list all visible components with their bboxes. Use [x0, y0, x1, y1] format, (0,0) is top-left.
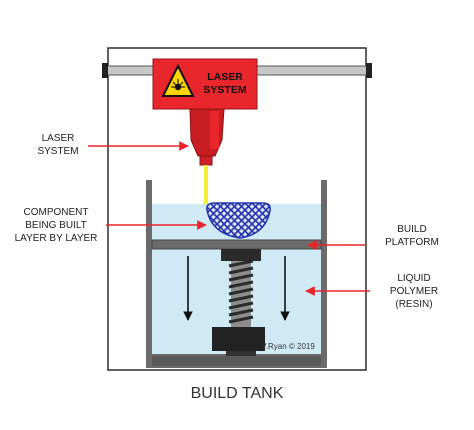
callout-liquid-polymer: LIQUID POLYMER (RESIN): [305, 273, 438, 310]
callout-component-line-3: LAYER BY LAYER: [15, 233, 98, 244]
screw-collar: [221, 249, 261, 261]
lead-screw: [212, 249, 265, 356]
callout-component-line-2: BEING BUILT: [25, 220, 87, 231]
laser-head: LASER SYSTEM: [152, 58, 258, 166]
callout-component: COMPONENT BEING BUILT LAYER BY LAYER: [15, 207, 207, 244]
laser-beam: [204, 165, 208, 205]
motor-block: [212, 327, 265, 351]
rail-end-right: [366, 63, 372, 78]
callout-platform-line-2: PLATFORM: [385, 237, 439, 248]
callout-laser-line-2: SYSTEM: [37, 146, 78, 157]
callout-platform-line-1: BUILD: [397, 224, 426, 235]
callout-laser-system: LASER SYSTEM: [37, 133, 189, 157]
build-platform: [151, 239, 322, 250]
callout-component-line-1: COMPONENT: [24, 207, 89, 218]
callout-laser-line-1: LASER: [42, 133, 75, 144]
motor-mount: [226, 351, 256, 356]
callout-polymer-line-2: POLYMER: [390, 286, 438, 297]
laser-tip: [199, 155, 213, 166]
tank-wall-right: [321, 180, 327, 368]
callout-polymer-line-1: LIQUID: [397, 273, 430, 284]
laser-head-label-2: SYSTEM: [203, 84, 246, 96]
printed-component: [206, 202, 271, 239]
diagram-caption: BUILD TANK: [191, 385, 284, 402]
callout-build-platform: BUILD PLATFORM: [307, 224, 439, 250]
rail-end-left: [102, 63, 108, 78]
credit-text: V.Ryan © 2019: [261, 342, 315, 351]
callout-polymer-line-3: (RESIN): [395, 299, 432, 310]
tank-base-dark: [152, 356, 321, 366]
tank-wall-left: [146, 180, 152, 368]
laser-head-label-1: LASER: [207, 71, 243, 83]
laser-nozzle-highlight: [210, 111, 219, 149]
